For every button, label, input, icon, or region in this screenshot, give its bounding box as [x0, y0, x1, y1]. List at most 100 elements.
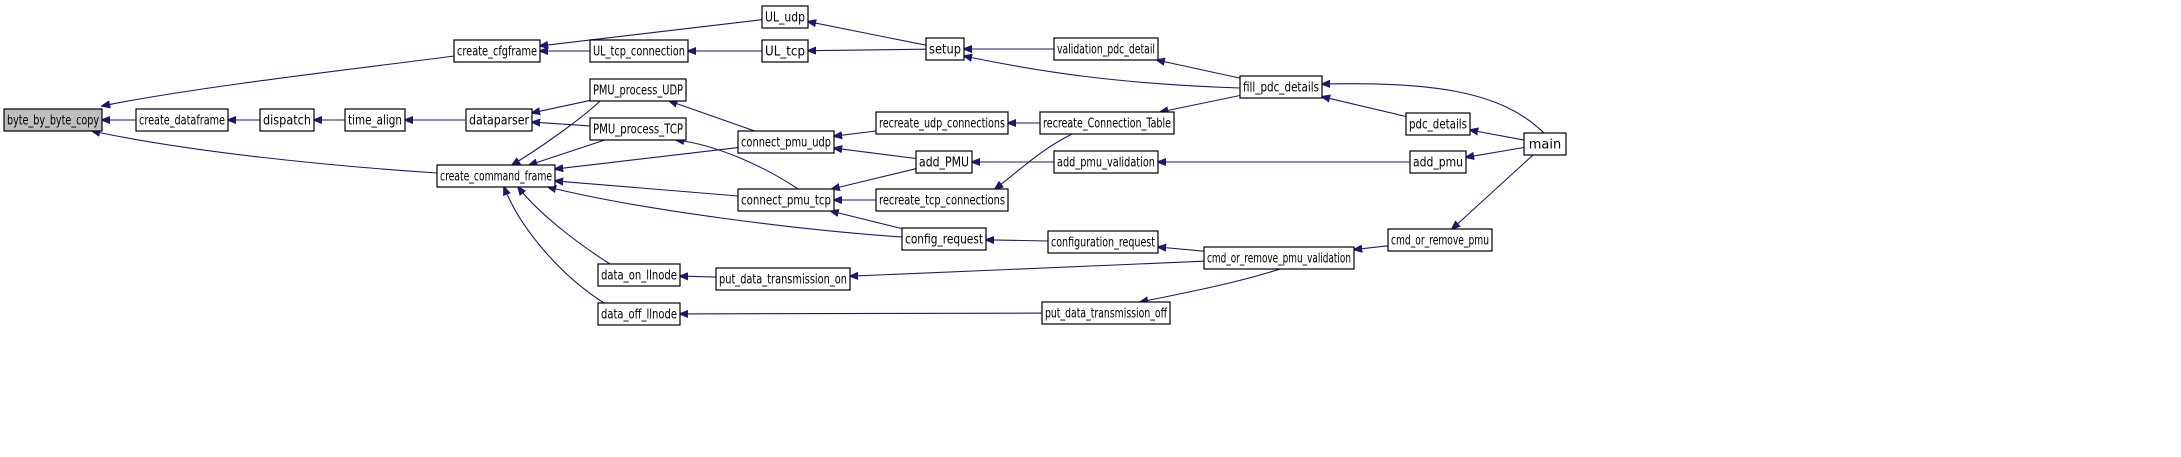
node-box[interactable]: [589, 117, 687, 141]
node-add_PMU[interactable]: add_PMU: [915, 150, 973, 174]
node-label: dataparser: [469, 114, 530, 129]
node-connect_pmu_tcp[interactable]: connect_pmu_tcp: [737, 188, 835, 212]
node-box[interactable]: [925, 37, 965, 61]
node-put_data_transmission_off[interactable]: put_data_transmission_off: [1041, 301, 1171, 325]
node-box[interactable]: [1047, 230, 1159, 254]
edge-recreate_Connection_Table-to-recreate_tcp_connections: [995, 133, 1073, 189]
node-label: connect_pmu_udp: [741, 136, 831, 151]
node-box[interactable]: [1239, 75, 1323, 99]
node-label: UL_tcp_connection: [593, 45, 685, 60]
node-data_on_llnode[interactable]: data_on_llnode: [597, 263, 681, 287]
edge-cmd_or_remove_pmu_validation-to-put_data_transmission_off: [1140, 268, 1281, 302]
node-setup[interactable]: setup: [925, 37, 965, 61]
node-put_data_transmission_on[interactable]: put_data_transmission_on: [715, 267, 851, 291]
node-create_cfgframe[interactable]: create_cfgframe: [453, 39, 541, 63]
node-label: create_dataframe: [139, 114, 225, 129]
nodes-layer: byte_by_byte_copy create_dataframe dispatc…: [3, 5, 1567, 326]
node-box[interactable]: [915, 150, 973, 174]
node-box[interactable]: [597, 302, 681, 326]
node-fill_pdc_details[interactable]: fill_pdc_details: [1239, 75, 1323, 99]
edge-main-to-pdc_details: [1470, 130, 1525, 141]
node-box[interactable]: [1203, 246, 1355, 270]
node-box[interactable]: [436, 164, 556, 188]
node-dataparser[interactable]: dataparser: [465, 108, 533, 132]
node-box[interactable]: [465, 108, 533, 132]
node-box[interactable]: [1039, 111, 1175, 135]
node-label: pdc_details: [1409, 118, 1467, 133]
node-label: dispatch: [263, 114, 311, 129]
node-main[interactable]: main: [1523, 132, 1567, 156]
node-box[interactable]: [761, 5, 809, 29]
node-add_pmu_validation[interactable]: add_pmu_validation: [1053, 150, 1159, 174]
node-create_command_frame[interactable]: create_command_frame: [436, 164, 556, 188]
node-box[interactable]: [135, 108, 229, 132]
edge-connect_pmu_tcp-to-PMU_process_TCP: [676, 140, 799, 190]
node-cmd_or_remove_pmu[interactable]: cmd_or_remove_pmu: [1387, 228, 1493, 252]
node-label: PMU_process_UDP: [593, 84, 683, 99]
node-box[interactable]: [344, 108, 406, 132]
node-box[interactable]: [3, 108, 103, 132]
node-label: main: [1529, 138, 1561, 153]
node-label: validation_pdc_detail: [1057, 43, 1155, 58]
node-box[interactable]: [453, 39, 541, 63]
node-PMU_process_UDP[interactable]: PMU_process_UDP: [589, 78, 687, 102]
edge-configuration_request-to-config_request: [986, 240, 1049, 241]
edge-config_request-to-create_command_frame: [548, 187, 903, 238]
node-label: UL_udp: [765, 11, 805, 26]
node-validation_pdc_detail[interactable]: validation_pdc_detail: [1053, 37, 1159, 61]
edge-add_PMU-to-connect_pmu_udp: [834, 148, 917, 160]
node-label: cmd_or_remove_pmu: [1391, 234, 1489, 249]
node-box[interactable]: [589, 39, 689, 63]
node-label: add_PMU: [919, 156, 969, 171]
node-box[interactable]: [1053, 150, 1159, 174]
node-config_request[interactable]: config_request: [901, 227, 987, 251]
node-label: UL_tcp: [765, 45, 805, 60]
node-box[interactable]: [875, 188, 1009, 212]
node-box[interactable]: [737, 188, 835, 212]
node-pdc_details[interactable]: pdc_details: [1405, 112, 1471, 136]
edge-setup-to-UL_tcp: [808, 49, 927, 51]
node-dispatch[interactable]: dispatch: [259, 108, 315, 132]
node-box[interactable]: [597, 263, 681, 287]
node-label: recreate_Connection_Table: [1043, 117, 1171, 132]
node-label: add_pmu_validation: [1057, 156, 1155, 171]
node-box[interactable]: [1041, 301, 1171, 325]
node-label: cmd_or_remove_pmu_validation: [1207, 252, 1351, 267]
node-connect_pmu_udp[interactable]: connect_pmu_udp: [737, 130, 835, 154]
node-UL_tcp[interactable]: UL_tcp: [761, 39, 809, 63]
node-add_pmu[interactable]: add_pmu: [1409, 150, 1467, 174]
node-box[interactable]: [761, 39, 809, 63]
node-data_off_llnode[interactable]: data_off_llnode: [597, 302, 681, 326]
node-UL_udp[interactable]: UL_udp: [761, 5, 809, 29]
edge-PMU_process_TCP-to-create_command_frame: [529, 139, 605, 165]
node-create_dataframe[interactable]: create_dataframe: [135, 108, 229, 132]
node-label: PMU_process_TCP: [593, 123, 683, 138]
node-box[interactable]: [1523, 132, 1567, 156]
node-PMU_process_TCP[interactable]: PMU_process_TCP: [589, 117, 687, 141]
node-byte_by_byte_copy[interactable]: byte_by_byte_copy: [3, 108, 103, 132]
node-box[interactable]: [259, 108, 315, 132]
edge-main-to-cmd_or_remove_pmu: [1452, 154, 1534, 229]
node-recreate_Connection_Table[interactable]: recreate_Connection_Table: [1039, 111, 1175, 135]
node-label: byte_by_byte_copy: [7, 114, 99, 129]
node-box[interactable]: [1387, 228, 1493, 252]
node-recreate_tcp_connections[interactable]: recreate_tcp_connections: [875, 188, 1009, 212]
edge-pdc_details-to-fill_pdc_details: [1322, 97, 1407, 118]
node-cmd_or_remove_pmu_validation[interactable]: cmd_or_remove_pmu_validation: [1203, 246, 1355, 270]
node-time_align[interactable]: time_align: [344, 108, 406, 132]
node-configuration_request[interactable]: configuration_request: [1047, 230, 1159, 254]
node-box[interactable]: [737, 130, 835, 154]
node-label: data_off_llnode: [601, 308, 677, 323]
node-box[interactable]: [901, 227, 987, 251]
node-box[interactable]: [1405, 112, 1471, 136]
node-box[interactable]: [875, 111, 1009, 135]
node-box[interactable]: [589, 78, 687, 102]
node-box[interactable]: [1053, 37, 1159, 61]
node-box[interactable]: [1409, 150, 1467, 174]
edge-put_data_transmission_on-to-data_on_llnode: [680, 276, 717, 277]
node-recreate_udp_connections[interactable]: recreate_udp_connections: [875, 111, 1009, 135]
node-UL_tcp_connection[interactable]: UL_tcp_connection: [589, 39, 689, 63]
node-box[interactable]: [715, 267, 851, 291]
edge-fill_pdc_details-to-validation_pdc_detail: [1157, 60, 1241, 79]
